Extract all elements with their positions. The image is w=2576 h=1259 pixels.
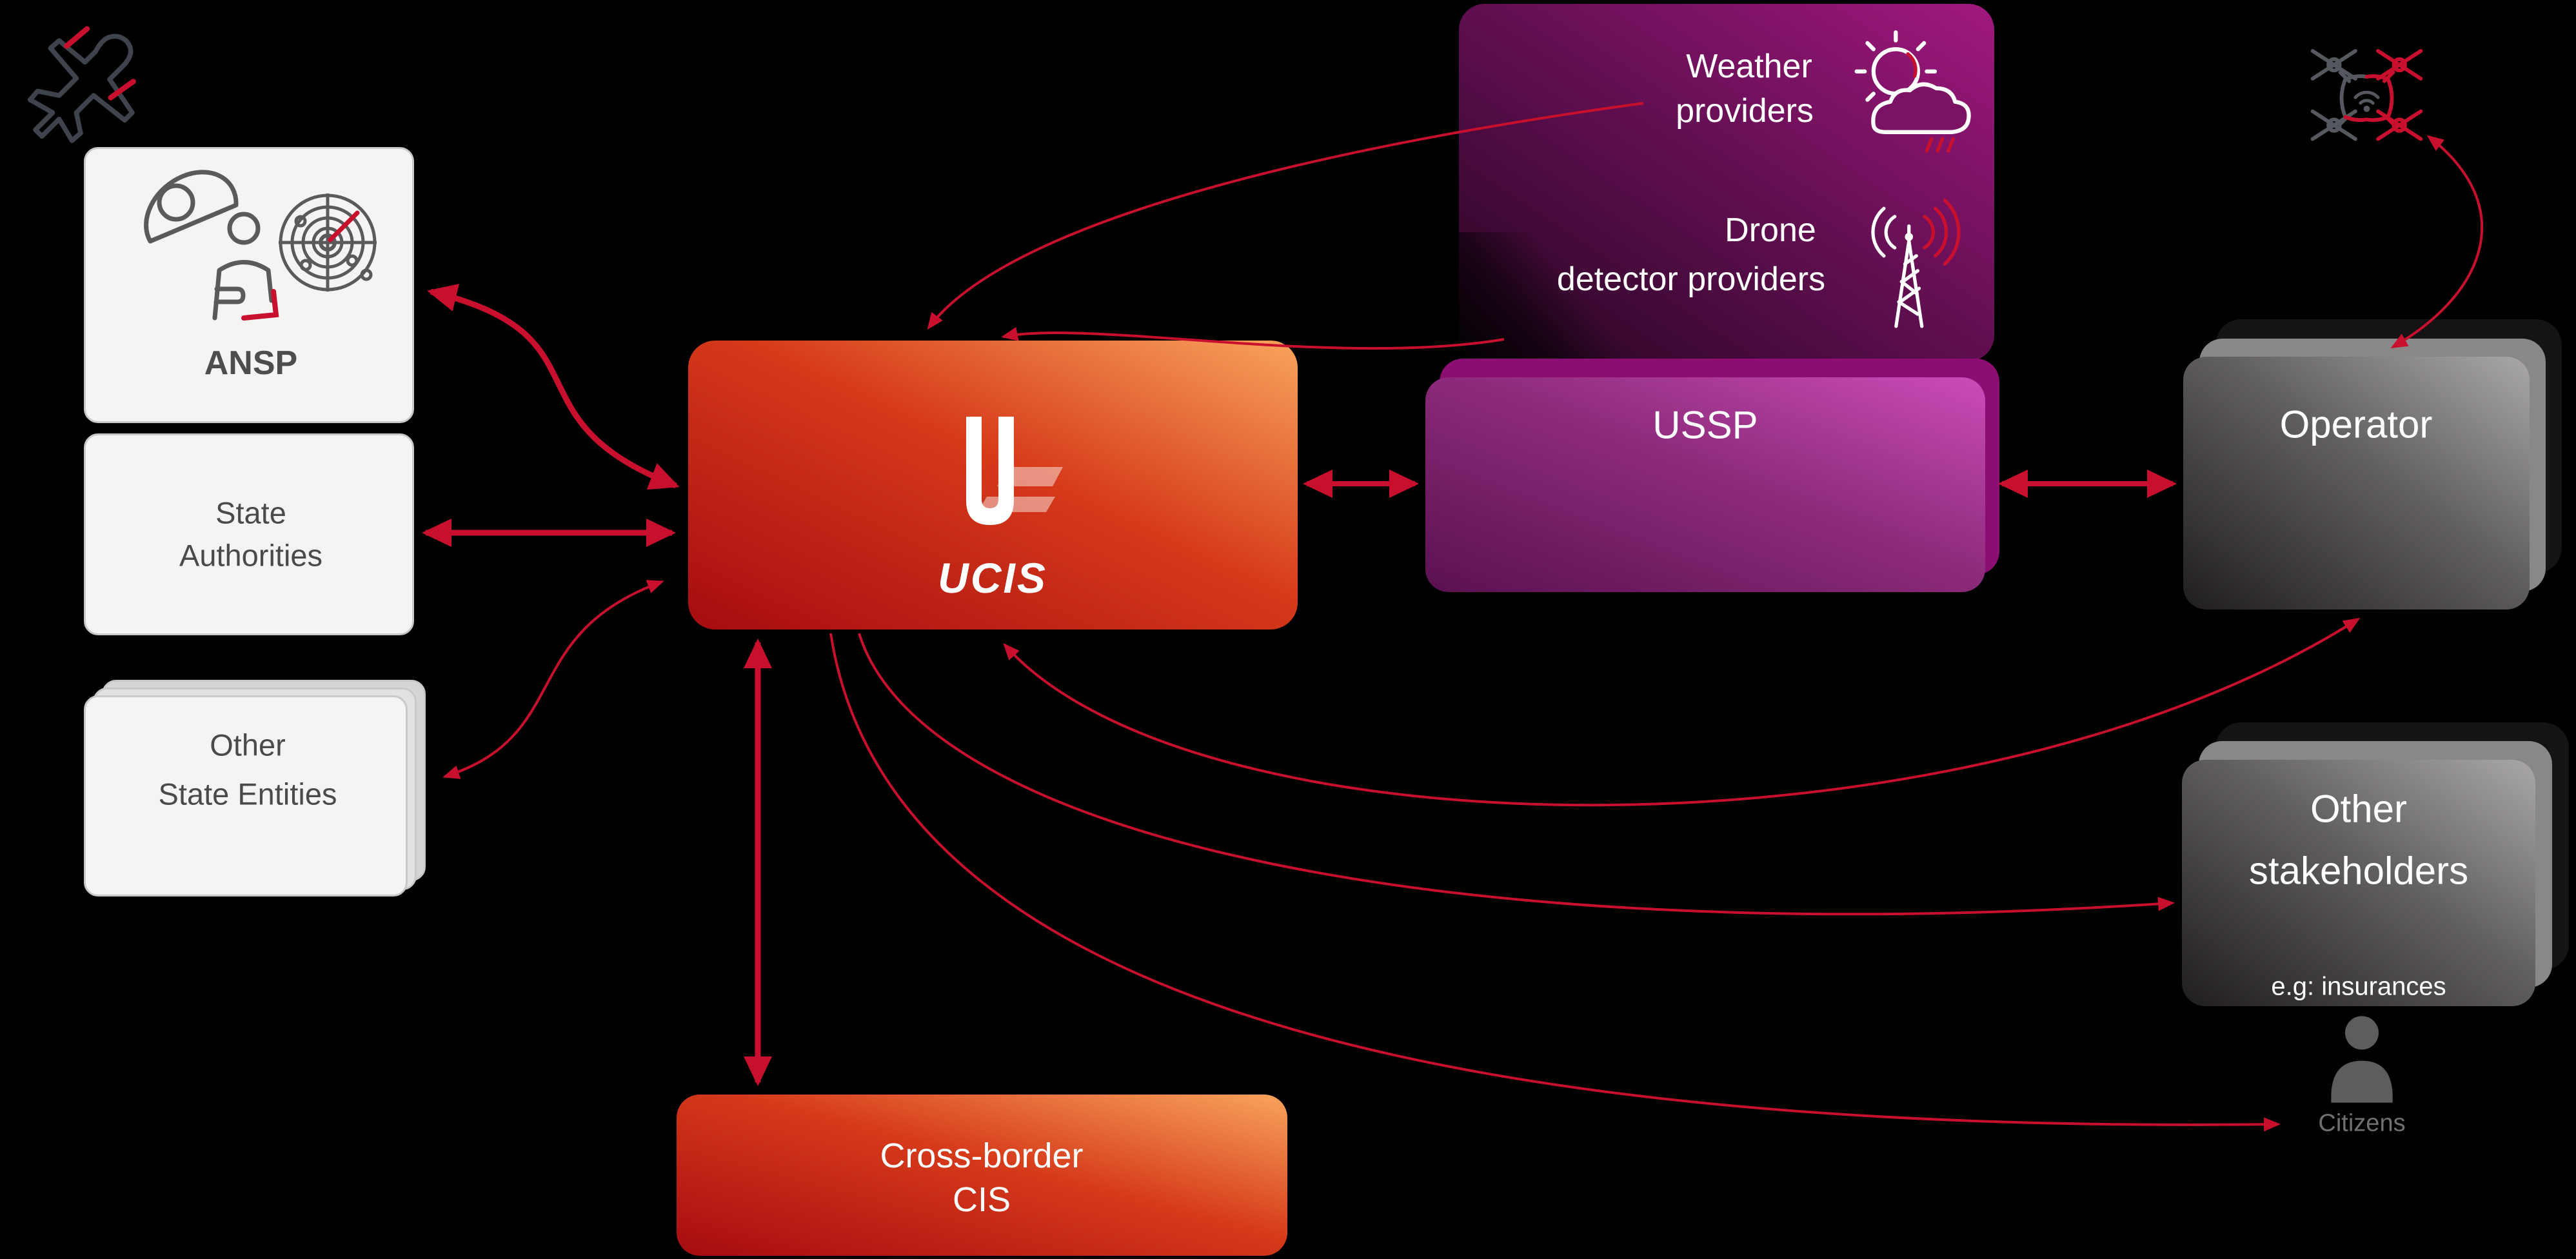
ussp-label: USSP [1652, 403, 1758, 447]
drone-detector-label-line2: detector providers [1556, 261, 1826, 298]
citizens-person-icon [2331, 1016, 2393, 1103]
stakeholders-box: Other stakeholders e.g: insurances [2182, 760, 2535, 1006]
providers-fold-shadow [1459, 232, 1627, 361]
stakeholders-label-line2: stakeholders [2248, 849, 2469, 893]
node-ussp: USSP [1425, 359, 2001, 593]
edge-ucis-citizens [829, 633, 2281, 1132]
edge-ucis-other-stakeholders [858, 633, 2175, 916]
cross-border-label-line2: CIS [952, 1180, 1011, 1219]
stakeholders-note: e.g: insurances [2271, 972, 2446, 1001]
node-other-state-entities: Other State Entities [84, 680, 445, 912]
edge-ansp-ucis [427, 284, 680, 490]
citizens-label: Citizens [2318, 1109, 2406, 1137]
airplane-icon [27, 26, 136, 143]
state-authorities-label-line2: Authorities [179, 538, 323, 573]
weather-providers-label-line1: Weather [1686, 48, 1812, 85]
operator-label: Operator [2279, 402, 2433, 446]
other-state-entities-label-line2: State Entities [158, 777, 337, 811]
node-other-stakeholders: Other stakeholders e.g: insurances [2182, 722, 2572, 1006]
node-ucis: UCIS [688, 341, 1298, 630]
edge-other-state-entities-ucis [442, 580, 664, 779]
edge-drone-detector-ucis [1001, 326, 1505, 350]
node-operator: Operator [2183, 319, 2567, 610]
drone-icon [2310, 49, 2423, 141]
edge-drone-operator [2390, 135, 2483, 348]
node-providers: Weather providers Drone detector provide… [1459, 4, 1994, 361]
node-citizens: Citizens [2296, 1013, 2432, 1148]
ussp-box: USSP [1425, 377, 1985, 592]
stakeholders-label-line1: Other [2310, 787, 2408, 831]
edge-weather-providers-ucis [927, 102, 1644, 330]
node-cross-border-cis: Cross-border CIS [677, 1095, 1287, 1256]
state-authorities-label-line1: State [215, 495, 286, 530]
ucis-logo-text: UCIS [938, 554, 1047, 602]
weather-providers-label-line2: providers [1676, 92, 1814, 130]
node-ansp: ANSP [84, 147, 414, 423]
other-state-entities-box: Other State Entities [84, 695, 408, 897]
satellite-radar-icon [144, 170, 377, 321]
weather-sun-cloud-icon [1854, 30, 1971, 153]
operator-box: Operator [2183, 357, 2530, 610]
drone-detector-label-line1: Drone [1725, 212, 1816, 249]
edge-ucis-operator [1003, 617, 2361, 807]
other-state-entities-label-line1: Other [210, 728, 286, 762]
node-state-authorities: State Authorities [84, 433, 414, 635]
ansp-label: ANSP [204, 344, 298, 382]
cross-border-label-line1: Cross-border [880, 1136, 1084, 1175]
ucis-logo-icon [966, 417, 1063, 525]
drone-detector-antenna-icon [1871, 198, 1961, 328]
